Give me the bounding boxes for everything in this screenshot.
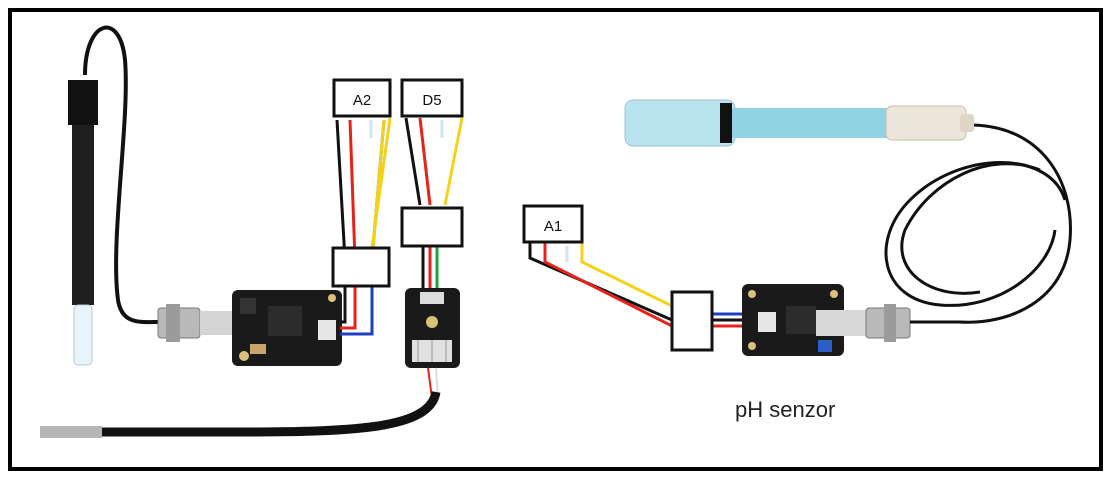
ec-wires: [335, 117, 392, 336]
pin-label-a1: A1: [544, 218, 562, 235]
pin-box-a1: [522, 204, 584, 244]
pin-box-d5: [400, 78, 464, 118]
ph-probe-cable: [884, 123, 1072, 324]
ec-connector-box: [331, 246, 391, 288]
pin-label-d5: D5: [422, 92, 441, 109]
ph-probe: [624, 99, 974, 147]
pin-label-a2: A2: [353, 92, 371, 109]
ph-sensor-board: [742, 284, 844, 356]
bnc-connector-right: [816, 304, 911, 342]
temperature-probe: [40, 367, 441, 438]
ec-sensor-board: [232, 290, 342, 366]
ph-sensor-caption: pH senzor: [735, 397, 835, 422]
temperature-wires: [404, 117, 464, 292]
temperature-connector-box: [400, 206, 464, 248]
temperature-adapter-board: [405, 288, 460, 368]
ph-connector-box: [670, 290, 714, 352]
bnc-connector-left: [157, 304, 240, 342]
pin-box-a2: [332, 78, 392, 118]
conductivity-probe: [68, 25, 161, 366]
